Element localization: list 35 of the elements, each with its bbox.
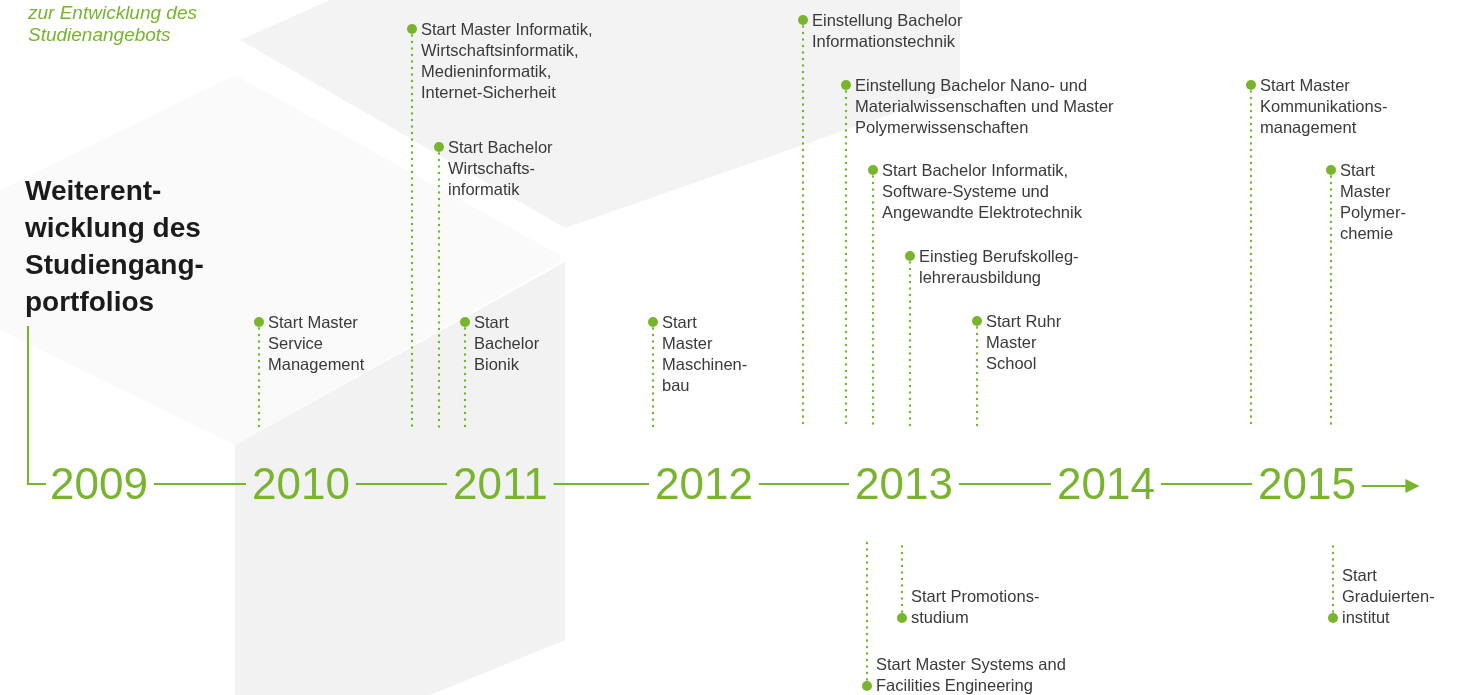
milestone-text: Start Master Systems and Facilities Engineering xyxy=(876,654,1091,695)
milestone-text: Start Master Informatik, Wirtschaftsinformatik, Medieninformatik, Internet-Sicherheit xyxy=(421,19,601,103)
timeline-line xyxy=(354,483,448,485)
milestone-text: Start Bachelor Wirtschafts- informatik xyxy=(448,137,576,200)
year-label: 2011 xyxy=(453,462,548,506)
timeline-line xyxy=(552,483,650,485)
milestone-text: Start Ruhr Master School xyxy=(986,311,1071,374)
milestone-text: Start Master Service Management xyxy=(268,312,380,375)
leader-line xyxy=(254,317,264,430)
leader-line xyxy=(407,24,417,430)
timeline-line xyxy=(957,483,1052,485)
subtitle-note: zur Entwicklung des Studienangebots xyxy=(28,2,198,46)
leader-line xyxy=(434,142,444,430)
milestone-text: Einstieg Berufskolleg- lehrerausbildung xyxy=(919,246,1099,288)
year-label: 2015 xyxy=(1258,462,1356,506)
leader-line xyxy=(460,317,470,430)
milestone-text: Einstellung Bachelor Nano- und Materialwissenschaften und Master Polymerwissenschaften xyxy=(855,75,1155,138)
timeline-heading: Weiterent- wicklung des Studiengang- portfolios xyxy=(25,172,240,320)
milestone-text: Start Graduierten- institut xyxy=(1342,565,1444,628)
milestone-text: Start Bachelor Bionik xyxy=(474,312,546,375)
milestone-text: Einstellung Bachelor Informationstechnik xyxy=(812,10,992,52)
timeline-line xyxy=(1159,483,1253,485)
year-label: 2009 xyxy=(50,462,148,506)
year-label: 2012 xyxy=(655,462,753,506)
year-label: 2010 xyxy=(252,462,350,506)
timeline-line xyxy=(27,325,47,485)
timeline-line xyxy=(152,483,247,485)
arrow xyxy=(1360,479,1420,493)
leader-line xyxy=(648,317,658,430)
timeline-line xyxy=(757,483,850,485)
milestone-text: Start Master Kommunikations- management xyxy=(1260,75,1400,138)
milestone-text: Start Promotions- studium xyxy=(911,586,1066,628)
year-label: 2014 xyxy=(1057,462,1155,506)
year-label: 2013 xyxy=(855,462,953,506)
milestone-text: Start Bachelor Informatik, Software-Systeme und Angewandte Elektrotechnik xyxy=(882,160,1114,223)
